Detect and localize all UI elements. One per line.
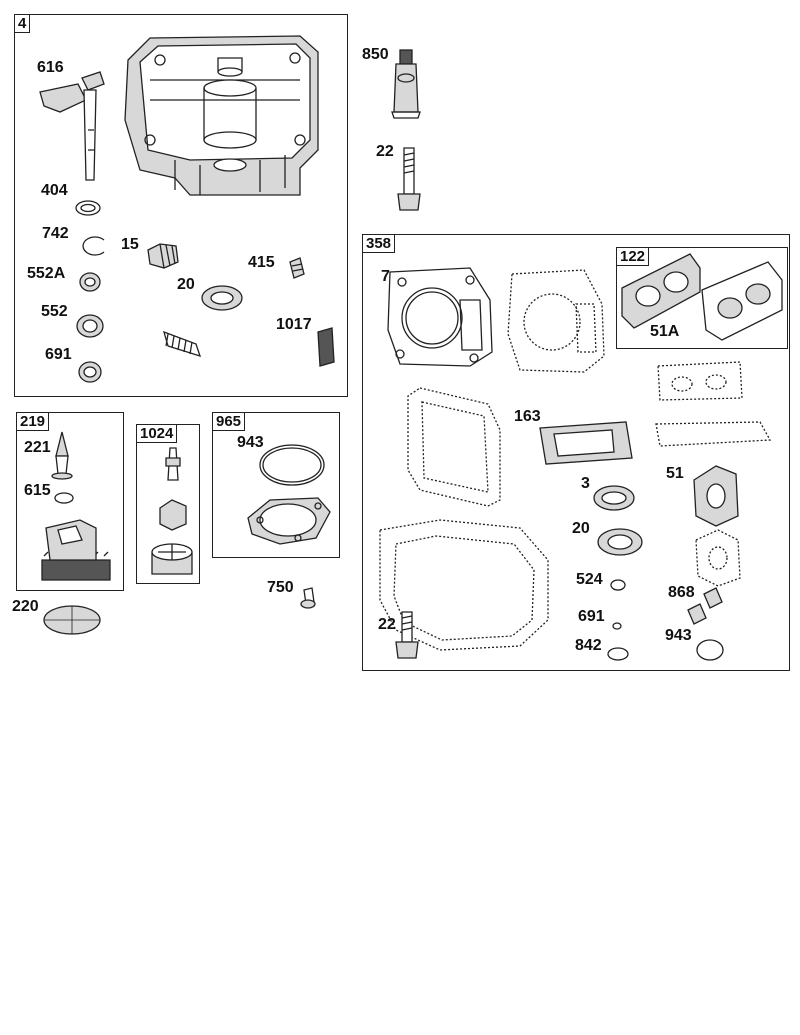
part-label-51a: 51A	[650, 323, 680, 340]
part-label-20-a: 20	[177, 276, 195, 293]
panel-358: 358	[362, 234, 790, 671]
part-label-943-b: 943	[665, 627, 692, 644]
part-label-868: 868	[668, 584, 695, 601]
part-label-221: 221	[24, 439, 51, 456]
crankcase-gasket-drawing	[379, 519, 549, 651]
valve-cover-gasket-drawing	[407, 387, 501, 507]
ring-691	[612, 622, 622, 630]
panel-122: 122	[616, 247, 788, 349]
part-label-415: 415	[248, 254, 275, 271]
panel-4: 4	[14, 14, 348, 397]
panel-1024-tag: 1024	[136, 424, 178, 443]
part-label-22-a: 22	[376, 143, 394, 160]
gasket-right-a-drawing	[657, 361, 743, 401]
part-label-7: 7	[381, 268, 390, 285]
part-label-220: 220	[12, 598, 39, 615]
part-label-615: 615	[24, 482, 51, 499]
kit-1024-drawing	[151, 447, 193, 575]
part-label-943-a: 943	[237, 434, 264, 451]
spring-drawing	[163, 330, 202, 357]
panel-358-tag: 358	[362, 234, 396, 253]
panel-965: 965	[212, 412, 340, 558]
panel-4-tag: 4	[14, 14, 31, 33]
flange-gasket-965-drawing	[247, 497, 331, 545]
panel-219: 219	[16, 412, 124, 591]
washer-404	[75, 200, 101, 216]
part-label-404: 404	[41, 182, 68, 199]
adapter-gasket-drawing	[695, 529, 741, 587]
o-ring-943-b	[696, 639, 724, 661]
part-label-616: 616	[37, 59, 64, 76]
bracket-1017	[317, 327, 335, 367]
part-label-524: 524	[576, 571, 603, 588]
part-label-742: 742	[42, 225, 69, 242]
sleeve-868-drawing	[687, 587, 723, 625]
panel-122-tag: 122	[616, 247, 650, 266]
screw-750-drawing	[300, 587, 316, 609]
fitting-415-drawing	[289, 257, 305, 279]
part-label-20-b: 20	[572, 520, 590, 537]
head-gasket-second-drawing	[507, 269, 605, 373]
panel-1024: 1024	[136, 424, 200, 584]
washer-615	[54, 492, 74, 504]
washer-404-hole	[80, 203, 96, 213]
head-gasket-7-drawing	[387, 267, 493, 367]
ring-842	[607, 647, 629, 661]
e-clip-742	[82, 236, 105, 256]
panel-965-tag: 965	[212, 412, 246, 431]
part-label-552: 552	[41, 303, 68, 320]
gasket-right-b-drawing	[655, 421, 772, 447]
plug-15-drawing	[147, 243, 179, 269]
crankcase-cover-drawing	[124, 35, 319, 196]
part-label-1017: 1017	[276, 316, 312, 333]
part-label-22-b: 22	[378, 616, 396, 633]
part-label-3: 3	[581, 475, 590, 492]
intake-gasket-122-drawing	[621, 253, 783, 341]
panel-219-tag: 219	[16, 412, 50, 431]
pin-221-drawing	[51, 431, 73, 480]
part-label-750: 750	[267, 579, 294, 596]
bolt-22-upper-drawing	[397, 147, 421, 211]
bolt-22-lower-drawing	[395, 611, 419, 659]
part-label-842: 842	[575, 637, 602, 654]
sealant-tube-drawing	[391, 49, 421, 119]
part-label-552a: 552A	[27, 265, 66, 282]
part-label-51: 51	[666, 465, 684, 482]
ring-524	[610, 579, 626, 591]
gasket-163-drawing	[539, 421, 633, 465]
o-ring-943-a	[259, 444, 325, 486]
part-label-850: 850	[362, 46, 389, 63]
part-label-163: 163	[514, 408, 541, 425]
adapter-51-drawing	[693, 465, 739, 527]
part-label-15: 15	[121, 236, 139, 253]
governor-shaft-drawing	[39, 71, 105, 181]
governor-gear-drawing	[41, 519, 111, 581]
part-label-691-b: 691	[578, 608, 605, 625]
part-label-691-a: 691	[45, 346, 72, 363]
